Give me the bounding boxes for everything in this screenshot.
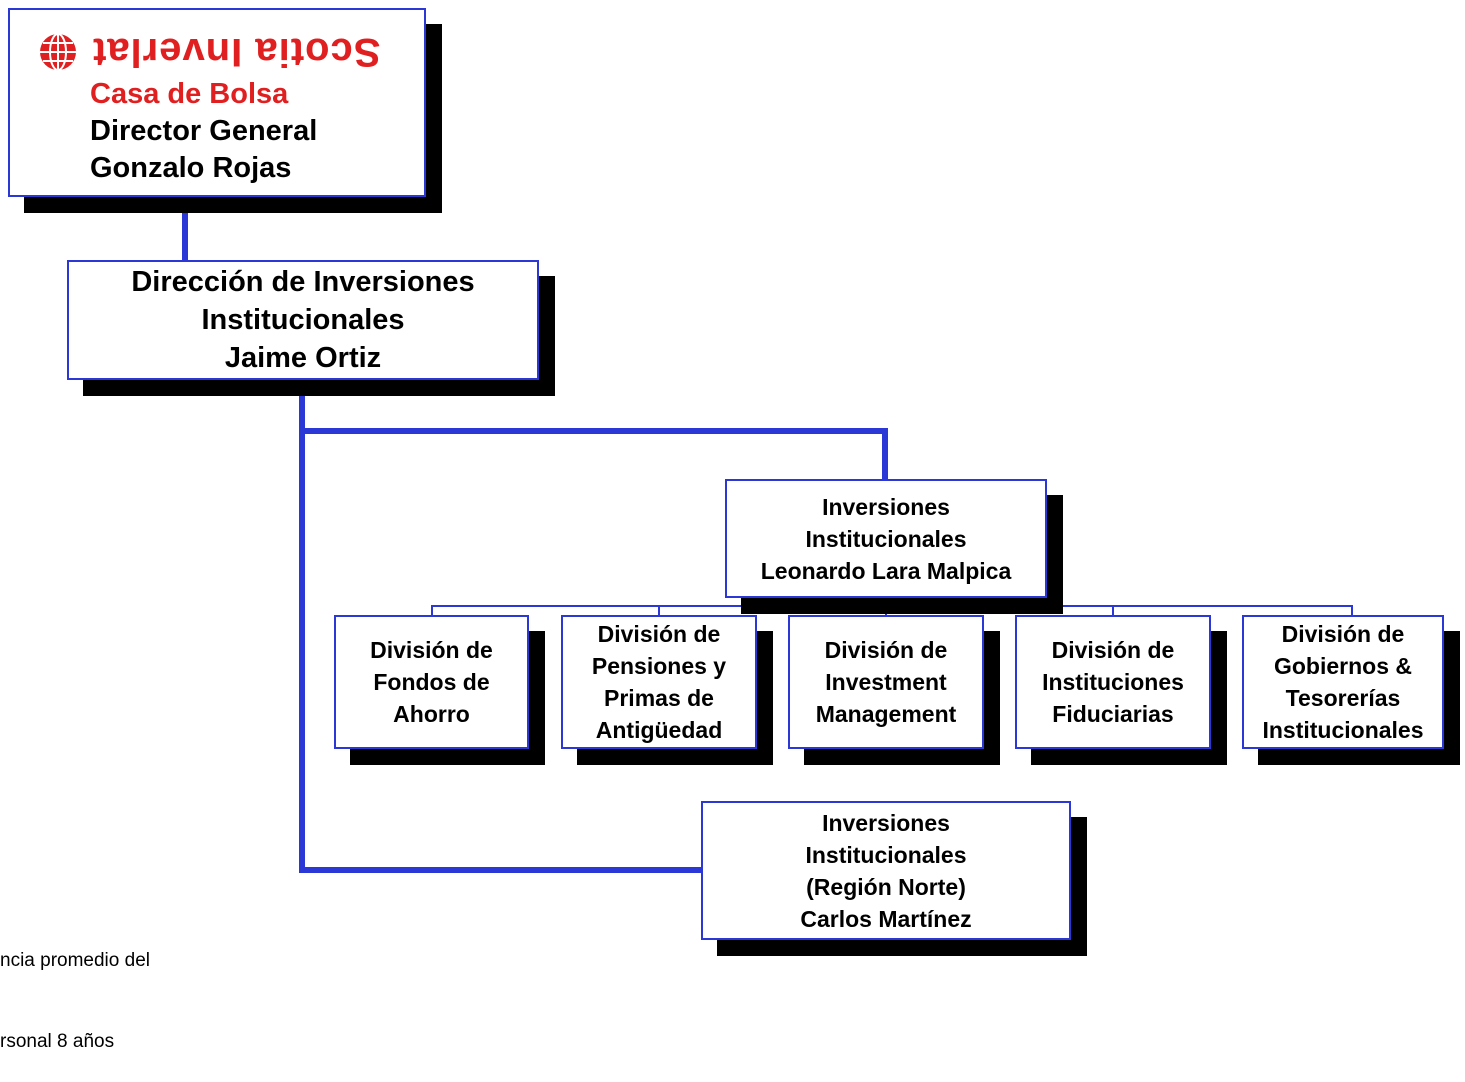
division-fiduciarias-box: División de Instituciones Fiduciarias: [1015, 615, 1211, 749]
connector-direction-down: [299, 380, 305, 873]
director-general-box: Scotia Inverlat Casa de Bolsa Director G…: [8, 8, 426, 197]
role-label: Director General: [90, 115, 318, 147]
division-line: Fiduciarias: [1052, 701, 1174, 727]
footnote: ncia promedio del rsonal 8 años: [0, 893, 150, 1082]
direccion-inversiones-box: Dirección de Inversiones Institucionales…: [67, 260, 539, 380]
division-line: Fondos de: [373, 669, 490, 695]
division-line: División de: [597, 621, 721, 647]
box-title-line2: Institucionales: [201, 304, 405, 336]
division-line: División de: [1051, 637, 1175, 663]
connector-divisions-bar: [431, 605, 1353, 607]
connector-division-3: [885, 598, 887, 615]
person-name: Jaime Ortiz: [224, 342, 382, 374]
division-line: Antigüedad: [595, 717, 723, 743]
footnote-line1: ncia promedio del: [0, 950, 150, 971]
footnote-line2: rsonal 8 años: [0, 1031, 115, 1052]
person-name: Carlos Martínez: [800, 905, 972, 932]
division-line: Primas de: [604, 685, 714, 711]
box-title-line1: Inversiones: [822, 809, 950, 836]
box-title-line3: (Región Norte): [806, 873, 966, 900]
connector-top-to-direction: [182, 197, 188, 260]
region-norte-box: Inversiones Institucionales (Región Nort…: [701, 801, 1071, 940]
division-line: Pensiones y: [591, 653, 727, 679]
connector-down-to-institutional: [882, 428, 888, 479]
division-line: Investment: [825, 669, 947, 695]
box-title-line2: Institucionales: [805, 525, 967, 552]
globe-icon: [40, 33, 76, 71]
division-pensiones-box: División de Pensiones y Primas de Antigü…: [561, 615, 757, 749]
box-title-line1: Inversiones: [822, 493, 950, 520]
logo: Scotia Inverlat: [38, 28, 380, 76]
division-line: Tesorerías: [1285, 685, 1401, 711]
division-line: División de: [824, 637, 948, 663]
division-line: División de: [370, 637, 493, 663]
person-name: Leonardo Lara Malpica: [760, 557, 1012, 584]
logo-text: Scotia Inverlat: [92, 30, 381, 74]
division-fondos-ahorro-box: División de Fondos de Ahorro: [334, 615, 529, 749]
division-line: División de: [1281, 621, 1405, 647]
division-gobiernos-box: División de Gobiernos & Tesorerías Insti…: [1242, 615, 1444, 749]
connector-division-4: [1112, 605, 1114, 615]
company-label: Casa de Bolsa: [90, 78, 289, 110]
inversiones-institucionales-box: Inversiones Institucionales Leonardo Lar…: [725, 479, 1047, 598]
box-title-line2: Institucionales: [805, 841, 967, 868]
person-name: Gonzalo Rojas: [90, 152, 292, 184]
division-line: Instituciones: [1042, 669, 1184, 695]
box-title-line1: Dirección de Inversiones: [131, 266, 475, 298]
connector-division-2: [658, 605, 660, 615]
connector-horizontal-to-institutional: [299, 428, 888, 434]
division-line: Institucionales: [1262, 717, 1424, 743]
division-line: Ahorro: [393, 701, 470, 727]
connector-division-5: [1351, 605, 1353, 615]
division-line: Gobiernos &: [1273, 653, 1412, 679]
connector-to-north: [299, 867, 701, 873]
division-investment-management-box: División de Investment Management: [788, 615, 984, 749]
connector-division-1: [431, 605, 433, 615]
division-line: Management: [815, 701, 957, 727]
